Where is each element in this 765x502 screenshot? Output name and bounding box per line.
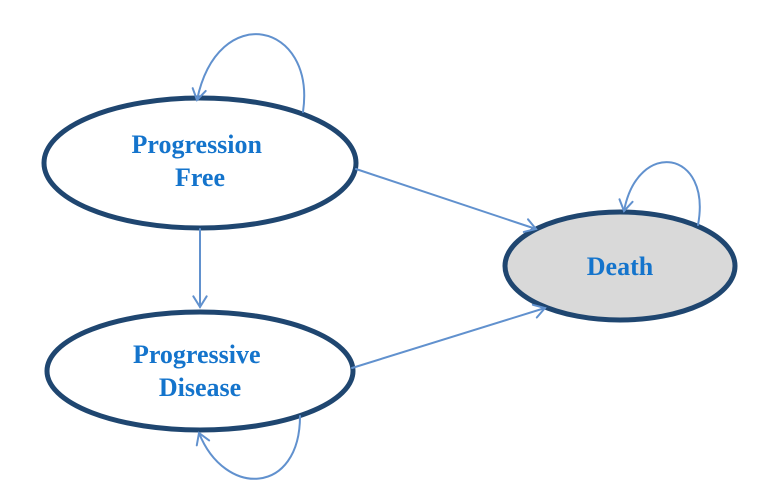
progressive-disease-label-line2: Disease [159, 373, 241, 402]
progression-free-to-death-arrow [355, 168, 538, 233]
death-self-loop-arrow [618, 161, 701, 226]
node-death: Death [502, 209, 738, 323]
progressive-disease-self-loop-arrow [195, 415, 301, 480]
progression-free-label-line2: Free [175, 163, 225, 192]
node-progression-free: Progression Free [41, 95, 359, 231]
death-label-line1: Death [587, 252, 654, 281]
progressive-disease-label: Progressive Disease [133, 340, 267, 402]
progression-free-label-line1: Progression [132, 130, 263, 159]
node-progressive-disease: Progressive Disease [44, 309, 356, 433]
progression-free-label: Progression Free [132, 130, 269, 192]
progression-free-self-loop-arrow [191, 33, 306, 113]
death-label: Death [587, 252, 654, 281]
progressive-disease-ellipse [44, 309, 356, 433]
progressive-disease-to-death-arrow [351, 303, 547, 369]
progressive-disease-label-line1: Progressive [133, 340, 261, 369]
